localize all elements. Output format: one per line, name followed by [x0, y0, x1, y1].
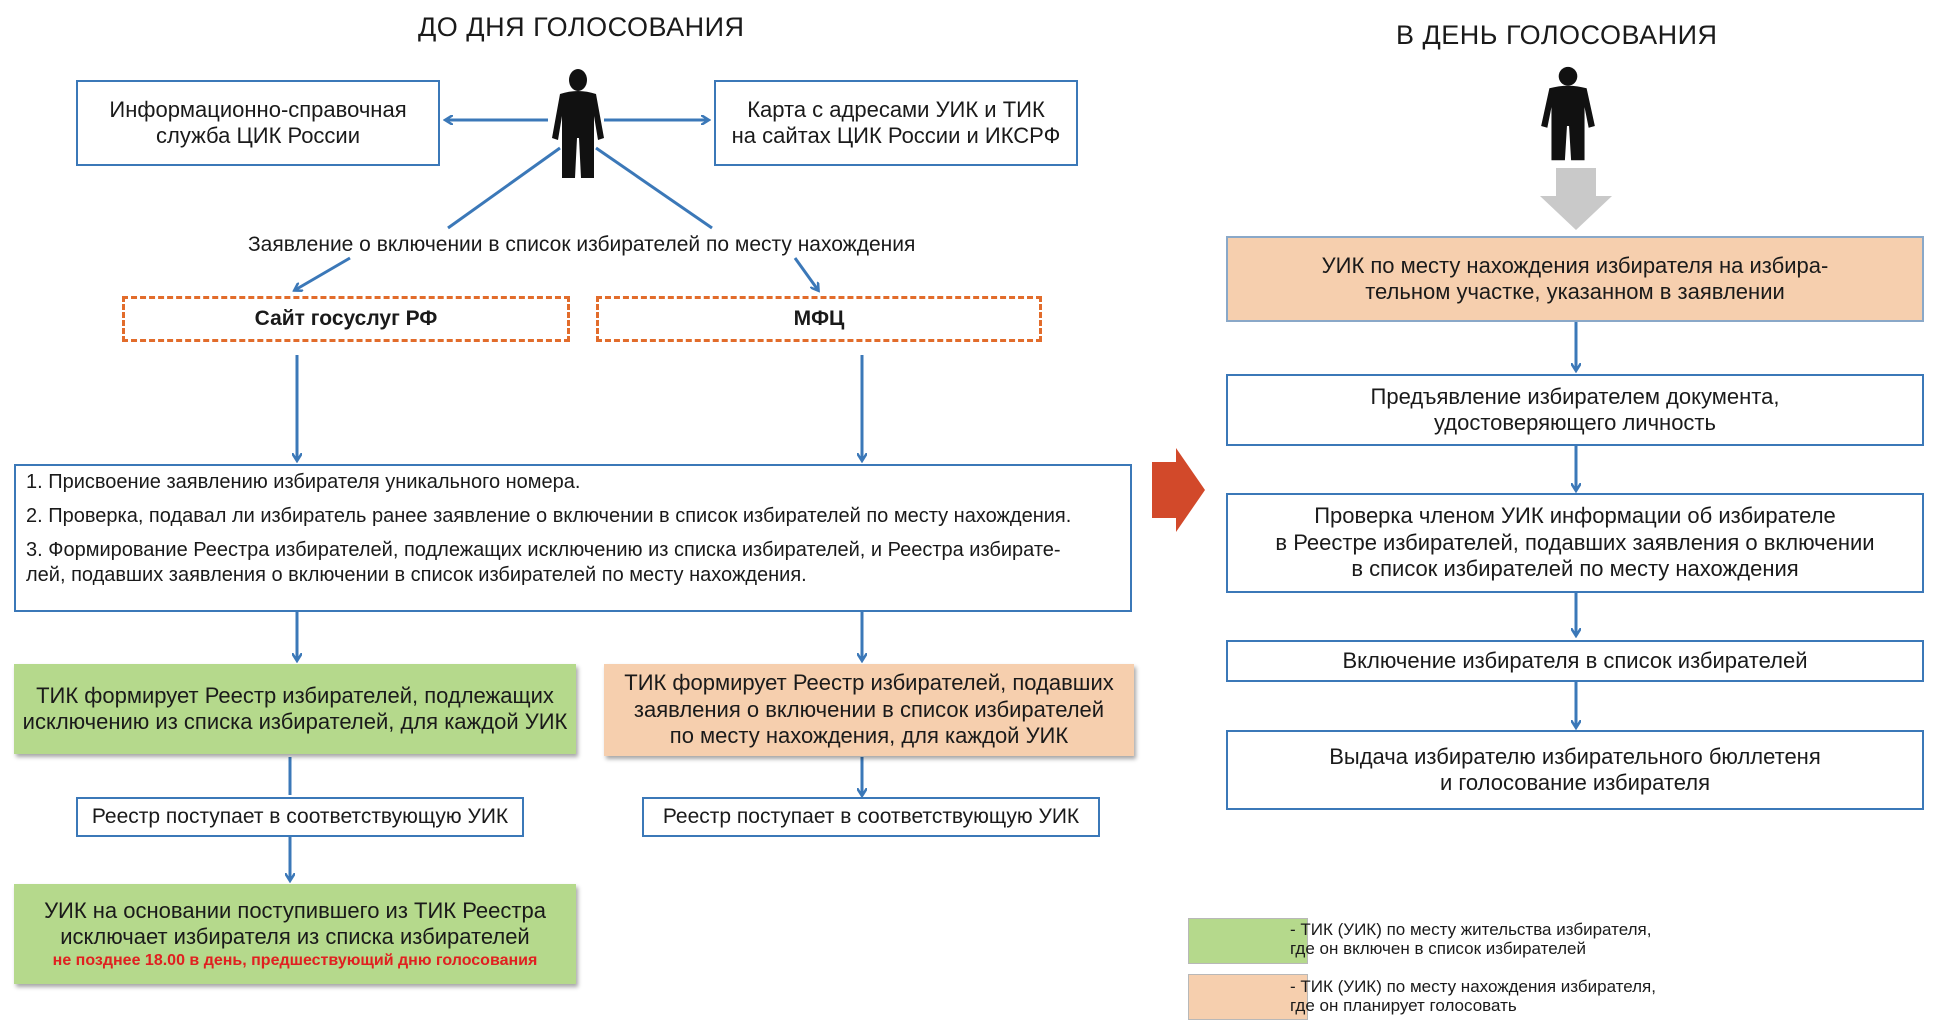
registry-left-box: Реестр поступает в соответствующую УИК — [76, 797, 524, 837]
person-icon-day — [1541, 66, 1595, 161]
arrow-to-gosuslugi — [295, 256, 351, 290]
tik-green-box: ТИК формирует Реестр избирателей, подлеж… — [14, 664, 576, 754]
line-to-application-right — [595, 146, 713, 230]
day-step-3: Проверка членом УИК информации об избира… — [1226, 493, 1924, 593]
legend-swatch-peach — [1188, 974, 1308, 1020]
day-step-1: УИК по месту нахождения избирателя на из… — [1226, 236, 1924, 322]
day-step-2: Предъявление избирателем документа, удос… — [1226, 374, 1924, 446]
legend-text-green: - ТИК (УИК) по месту жительства избирате… — [1290, 920, 1652, 958]
down-arrow-icon — [1540, 168, 1612, 230]
tik-peach-box: ТИК формирует Реестр избирателей, подавш… — [604, 664, 1134, 756]
info-service-box: Информационно-справочная служба ЦИК Росс… — [76, 80, 440, 166]
uik-exclude-box: УИК на основании поступившего из ТИК Рее… — [14, 884, 576, 984]
registry-right-box: Реестр поступает в соответствующую УИК — [642, 797, 1100, 837]
legend-swatch-green — [1188, 918, 1308, 964]
gosuslugi-box: Сайт госуслуг РФ — [122, 296, 570, 342]
person-icon — [552, 69, 604, 178]
step-1: 1. Присвоение заявлению избирателя уника… — [26, 471, 581, 493]
step-3: 3. Формирование Реестра избирателей, под… — [26, 539, 1061, 586]
uik-exclude-text: УИК на основании поступившего из ТИК Рее… — [44, 898, 546, 950]
legend-text-peach: - ТИК (УИК) по месту нахождения избирате… — [1290, 977, 1656, 1015]
processing-steps-box: 1. Присвоение заявлению избирателя уника… — [14, 464, 1132, 612]
step-2: 2. Проверка, подавал ли избиратель ранее… — [26, 505, 1072, 527]
arrow-to-mfc — [793, 257, 818, 290]
day-step-4: Включение избирателя в список избирателе… — [1226, 640, 1924, 682]
line-to-application-left — [447, 146, 561, 230]
day-step-5: Выдача избирателю избирательного бюллете… — [1226, 730, 1924, 810]
application-label: Заявление о включении в список избирател… — [248, 233, 916, 256]
map-box: Карта с адресами УИК и ТИК на сайтах ЦИК… — [714, 80, 1078, 166]
uik-exclude-deadline: не позднее 18.00 в день, предшествующий … — [52, 951, 538, 969]
right-heading: В ДЕНЬ ГОЛОСОВАНИЯ — [1396, 20, 1718, 50]
mfc-box: МФЦ — [596, 296, 1042, 342]
transition-arrow-icon — [1152, 448, 1205, 532]
left-heading: ДО ДНЯ ГОЛОСОВАНИЯ — [418, 12, 745, 42]
